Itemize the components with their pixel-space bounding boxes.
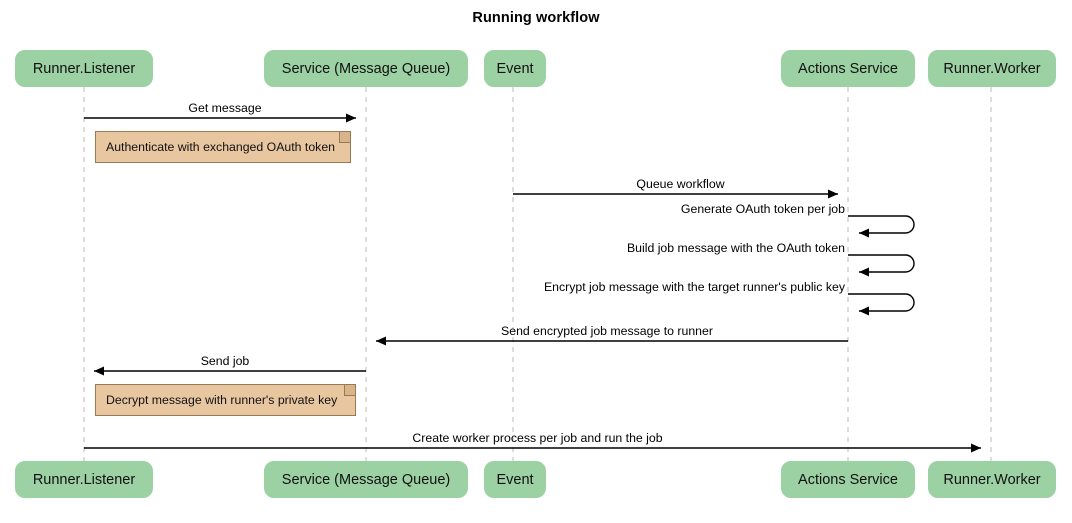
message-label-get-message: Get message (188, 101, 262, 115)
message-label-build-job-message-with-oauth-token: Build job message with the OAuth token (626, 241, 845, 255)
message-label-generate-oauth-token-per-job: Generate OAuth token per job (680, 202, 845, 216)
participant-runner-worker-bottom[interactable]: Runner.Worker (928, 461, 1056, 498)
participant-label: Runner.Worker (943, 471, 1041, 488)
note-text: Decrypt message with runner's private ke… (106, 393, 338, 407)
participant-actions-service-bottom[interactable]: Actions Service (781, 461, 915, 498)
participant-label: Actions Service (798, 60, 898, 77)
page-title: Running workflow (472, 10, 600, 26)
participant-label: Runner.Worker (943, 60, 1041, 77)
participant-label: Runner.Listener (32, 471, 136, 488)
message-label-send-encrypted-job-message-to-runner: Send encrypted job message to runner (501, 324, 713, 338)
participant-event-top[interactable]: Event (484, 50, 546, 87)
messages-group (84, 113, 981, 453)
participant-label: Event (496, 471, 534, 488)
note-decrypt-message-with-runners-private-key: Decrypt message with runner's private ke… (95, 384, 356, 416)
participant-event-bottom[interactable]: Event (484, 461, 546, 498)
participant-actions-service-top[interactable]: Actions Service (781, 50, 915, 87)
lifelines-group (83, 87, 992, 461)
participant-label: Event (496, 60, 534, 77)
note-text: Authenticate with exchanged OAuth token (106, 140, 336, 154)
participant-service-message-queue-bottom[interactable]: Service (Message Queue) (264, 461, 468, 498)
participant-label: Service (Message Queue) (281, 60, 451, 77)
message-label-send-job: Send job (200, 354, 250, 368)
message-line-generate-oauth-token-per-job (848, 215, 915, 238)
message-line-build-job-message-with-oauth-token (848, 254, 915, 277)
message-label-create-worker-process-per-job: Create worker process per job and run th… (412, 431, 663, 445)
note-authenticate-with-exchanged-oauth-token: Authenticate with exchanged OAuth token (95, 131, 351, 163)
message-label-encrypt-job-message: Encrypt job message with the target runn… (543, 280, 845, 294)
participant-runner-listener-top[interactable]: Runner.Listener (15, 50, 153, 87)
participant-label: Service (Message Queue) (281, 471, 451, 488)
participant-label: Actions Service (798, 471, 898, 488)
participant-service-message-queue-top[interactable]: Service (Message Queue) (264, 50, 468, 87)
note-fold-corner-icon (344, 385, 355, 396)
note-fold-corner-icon (339, 132, 350, 143)
participant-runner-worker-top[interactable]: Runner.Worker (928, 50, 1056, 87)
message-line-encrypt-job-message (848, 293, 915, 316)
message-label-queue-workflow: Queue workflow (636, 177, 725, 191)
participant-label: Runner.Listener (32, 60, 136, 77)
participant-runner-listener-bottom[interactable]: Runner.Listener (15, 461, 153, 498)
